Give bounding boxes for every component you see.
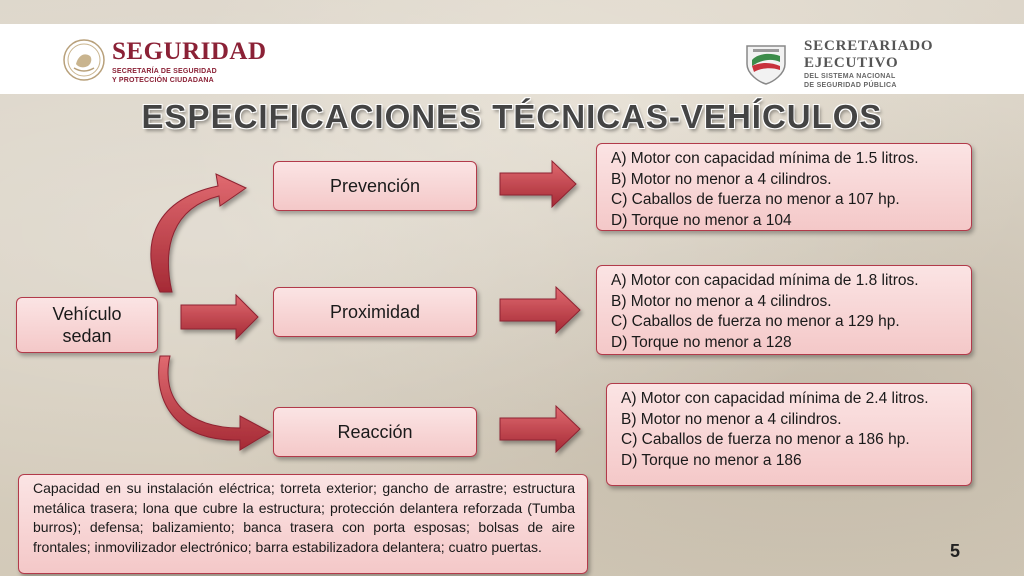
seguridad-subtitle-line1: SECRETARÍA DE SEGURIDAD — [112, 68, 217, 75]
secretariado-subtitle: DEL SISTEMA NACIONAL DE SEGURIDAD PÚBLIC… — [804, 72, 934, 90]
seguridad-title: SEGURIDAD — [112, 38, 267, 65]
secretariado-shield-icon — [746, 45, 786, 85]
spec-line: C) Caballos de fuerza no menor a 129 hp. — [611, 313, 900, 330]
curved-arrow-down — [158, 355, 272, 451]
spec-line: B) Motor no menor a 4 cilindros. — [611, 170, 832, 188]
spec-line: B) Motor no menor a 4 cilindros. — [621, 410, 842, 428]
curved-arrow-up — [150, 173, 248, 293]
arrow-prevencion-to-specs — [499, 159, 577, 209]
arrow-root-to-proximidad — [180, 293, 259, 341]
seguridad-subtitle: SECRETARÍA DE SEGURIDAD Y PROTECCIÓN CIU… — [112, 67, 262, 85]
spec-line: A) Motor con capacidad mínima de 1.5 lit… — [611, 150, 919, 167]
category-proximidad: Proximidad — [273, 287, 477, 337]
secretariado-title: SECRETARIADO EJECUTIVO — [804, 38, 933, 72]
spec-line: C) Caballos de fuerza no menor a 107 hp. — [611, 191, 900, 208]
arrow-reaccion-to-specs — [499, 404, 581, 454]
root-label-line1: Vehículo — [52, 304, 122, 324]
specs-proximidad: A) Motor con capacidad mínima de 1.8 lit… — [596, 265, 972, 355]
specs-reaccion: A) Motor con capacidad mínima de 2.4 lit… — [606, 383, 972, 486]
spec-line: D) Torque no menor a 186 — [621, 451, 802, 469]
spec-line: B) Motor no menor a 4 cilindros. — [611, 292, 832, 310]
seguridad-subtitle-line2: Y PROTECCIÓN CIUDADANA — [112, 77, 214, 84]
specs-prevencion: A) Motor con capacidad mínima de 1.5 lit… — [596, 143, 972, 231]
header-bar — [0, 24, 1024, 94]
description-box: Capacidad en su instalación eléctrica; t… — [18, 474, 588, 574]
secretariado-title-line1: SECRETARIADO — [804, 38, 934, 54]
spec-line: D) Torque no menor a 104 — [611, 211, 792, 229]
mexican-seal-icon — [63, 39, 105, 81]
root-label-line2: sedan — [62, 326, 112, 346]
category-prevencion: Prevención — [273, 161, 477, 211]
root-vehiculo-sedan: Vehículo sedan — [16, 297, 158, 353]
spec-line: C) Caballos de fuerza no menor a 186 hp. — [621, 431, 910, 448]
secretariado-title-line2: EJECUTIVO — [804, 55, 899, 71]
spec-line: D) Torque no menor a 128 — [611, 333, 792, 351]
secretariado-subtitle-line1: DEL SISTEMA NACIONAL — [804, 73, 896, 80]
secretariado-subtitle-line2: DE SEGURIDAD PÚBLICA — [804, 82, 897, 89]
page-number: 5 — [950, 541, 961, 561]
spec-line: A) Motor con capacidad mínima de 1.8 lit… — [611, 272, 919, 289]
slide-title: ESPECIFICACIONES TÉCNICAS-VEHÍCULOS — [141, 98, 883, 135]
arrow-proximidad-to-specs — [499, 285, 581, 335]
category-reaccion: Reacción — [273, 407, 477, 457]
spec-line: A) Motor con capacidad mínima de 2.4 lit… — [621, 390, 929, 407]
